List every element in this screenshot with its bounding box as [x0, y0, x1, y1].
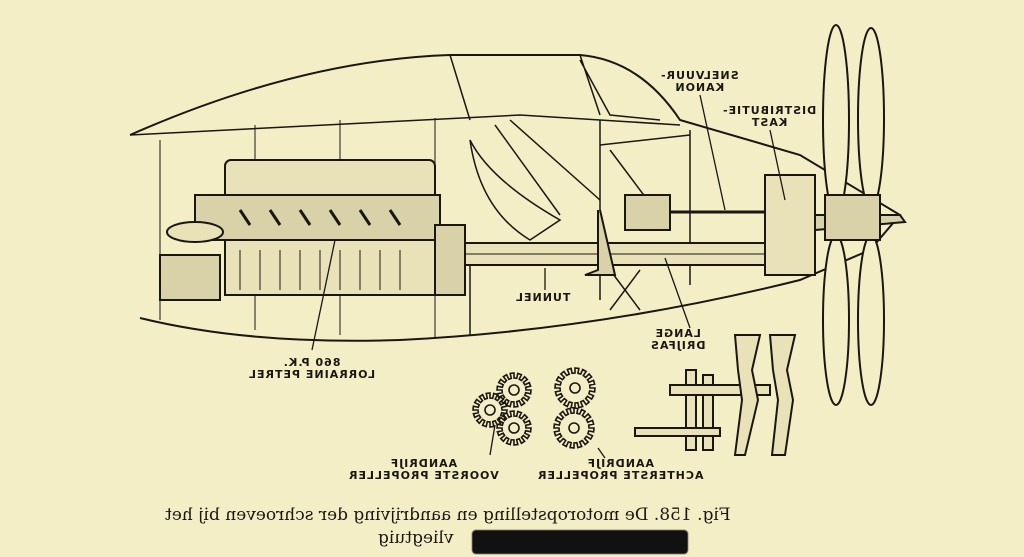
label-engine-line2: LORRAINE PETREL: [248, 368, 376, 381]
label-aandrijf-voorste-line2: VOORSTE PROPELLER: [348, 469, 499, 482]
label-snelvuurkanon: SNELVUUR-KANON: [660, 69, 739, 94]
gear: [496, 372, 532, 408]
gear-hub: [568, 422, 580, 434]
label-engine: 860 P.K.LORRAINE PETREL: [248, 356, 376, 381]
label-lange-drijfas-line2: DRIJFAS: [650, 339, 706, 352]
label-snelvuurkanon-line2: KANON: [674, 81, 725, 94]
label-aandrijf-achterste-line2: ACHTERSTE PROPELLER: [537, 469, 704, 482]
caption-line1: Fig. 158. De motoropstelling en aandrijv…: [165, 505, 731, 525]
gear-hub: [508, 422, 520, 434]
gear: [553, 407, 595, 449]
engine-block: [159, 159, 466, 301]
label-tunnel: TUNNEL: [515, 291, 571, 304]
gear-hub: [569, 382, 581, 394]
fuselage-outline: [129, 54, 902, 342]
propellers: [822, 24, 885, 406]
caption-line2: vliegtuig: [378, 528, 454, 548]
gears: [472, 367, 596, 449]
gear-hub: [508, 384, 520, 396]
drive-shaft: [464, 174, 907, 276]
redaction-mark: [472, 530, 688, 554]
label-distributiekast-line2: KAST: [750, 116, 788, 129]
leader-lines: [311, 94, 786, 459]
label-distributiekast: DISTRIBUTIE-KAST: [722, 104, 816, 129]
gear: [554, 367, 596, 409]
gear: [496, 410, 532, 446]
gear-hub: [484, 404, 496, 416]
gearbox-detail: [634, 334, 797, 456]
